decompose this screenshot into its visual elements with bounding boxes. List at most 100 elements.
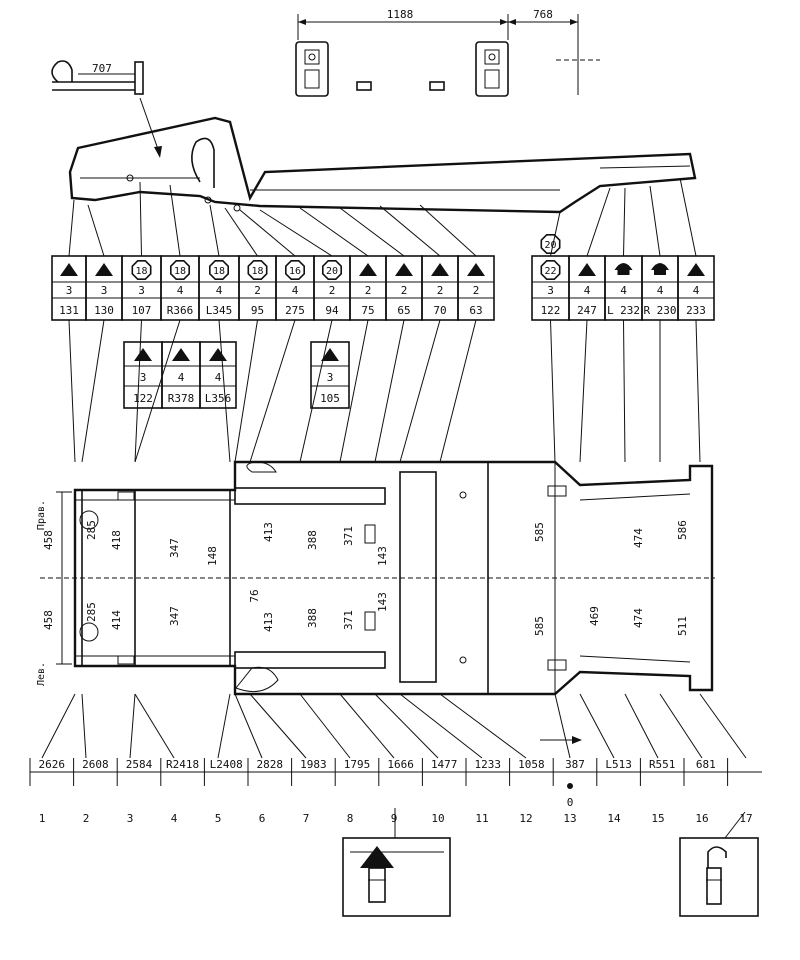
guide-line [339, 319, 369, 463]
table-cell: 2 65 [385, 255, 423, 321]
leader-line [419, 204, 477, 257]
plan-dim-76: 76 [248, 589, 261, 602]
guide-line [81, 693, 87, 759]
bottom-value: L2408 [210, 758, 243, 771]
table-cell: 275 [349, 255, 387, 321]
clamp-fastener-icon [707, 846, 727, 868]
triangle-fastener-icon [578, 263, 596, 276]
mount-bracket-left-icon [295, 41, 329, 97]
plan-dim-388-b: 388 [306, 608, 319, 628]
station-number: 6 [259, 812, 266, 825]
table-count: 4 [657, 284, 664, 297]
plan-dim-474-a: 474 [632, 528, 645, 548]
table-cell: 4 R 230 [641, 255, 679, 321]
table-count: 3 [327, 371, 334, 384]
triangle-fastener-icon [359, 263, 377, 276]
guide-line [129, 693, 136, 759]
triangle-fastener-icon [687, 263, 705, 276]
top-dim-768: 768 [533, 8, 553, 21]
table-count: 4 [620, 284, 627, 297]
table-code: 233 [686, 304, 706, 317]
table-cell: 4 L 232 [604, 255, 643, 321]
table-count: 2 [329, 284, 336, 297]
bottom-value: R551 [649, 758, 676, 771]
plan-dim-458-b: 458 [42, 610, 55, 630]
plan-dim-586: 586 [676, 520, 689, 540]
hex-size-label: 20 [326, 266, 338, 277]
table-cell-frame [310, 341, 350, 409]
guide-line [399, 693, 483, 759]
guide-line [623, 319, 626, 463]
hex-nut-icon [284, 259, 306, 281]
leader-line [623, 187, 626, 257]
zero-point-icon [567, 783, 573, 789]
station-number: 14 [607, 812, 621, 825]
guide-line [374, 693, 439, 759]
triangle-fastener-icon [321, 348, 339, 361]
table-count: 3 [138, 284, 145, 297]
hex-size-label: 18 [135, 266, 147, 277]
guide-line [659, 693, 703, 759]
table-count: 2 [365, 284, 372, 297]
table-code: 65 [397, 304, 410, 317]
table-code: 70 [433, 304, 446, 317]
table-count: 3 [547, 284, 554, 297]
plan-dim-347-b: 347 [168, 606, 181, 626]
bottom-value: 1477 [431, 758, 458, 771]
table-count: 4 [216, 284, 223, 297]
guide-line [134, 319, 142, 463]
guide-line [299, 693, 351, 759]
table-code: L 232 [607, 304, 640, 317]
frame-plan-view [40, 460, 715, 696]
guide-line [68, 319, 76, 463]
table-code: 63 [469, 304, 482, 317]
table-code: R378 [168, 392, 195, 405]
side-label-left: Лев. [36, 662, 47, 686]
leader-line [586, 187, 611, 257]
table-code: R 230 [643, 304, 676, 317]
guide-line [81, 319, 105, 463]
rubber-mount-base-icon [654, 270, 666, 275]
plan-dim-474-b: 474 [632, 608, 645, 628]
station-number: 1 [39, 812, 46, 825]
guide-line [624, 693, 659, 759]
plan-dim-458-a: 458 [42, 530, 55, 550]
plan-dim-388-a: 388 [306, 530, 319, 550]
leader-line [550, 211, 561, 257]
station-number: 12 [519, 812, 532, 825]
mount-bracket-right-icon [475, 41, 509, 97]
guide-line [217, 693, 231, 759]
station-number: 3 [127, 812, 134, 825]
table-count: 4 [292, 284, 299, 297]
guide-lines [41, 319, 747, 759]
guide-line [399, 319, 441, 463]
pad-right-icon [429, 81, 445, 91]
rubber-mount-icon [614, 263, 633, 270]
bottom-value: 2626 [39, 758, 66, 771]
hex-nut-icon [247, 259, 268, 281]
top-dim-1188: 1188 [387, 8, 414, 21]
guide-line [699, 693, 747, 759]
table-count: 2 [401, 284, 408, 297]
table-count: 2 [437, 284, 444, 297]
top-dimension-group: 1188 768 [295, 8, 600, 97]
station-number: 5 [215, 812, 222, 825]
leader-line [169, 184, 181, 257]
table-cell: 2 70 [421, 255, 459, 321]
triangle-fastener-icon [209, 348, 227, 361]
guide-line [579, 693, 615, 759]
leader-lines-top [68, 177, 697, 257]
bottom-value: L513 [605, 758, 632, 771]
bottom-value: 1233 [475, 758, 502, 771]
crosshair-icon [556, 40, 600, 95]
cone-fastener-icon [360, 846, 394, 868]
table-count: 3 [140, 371, 147, 384]
